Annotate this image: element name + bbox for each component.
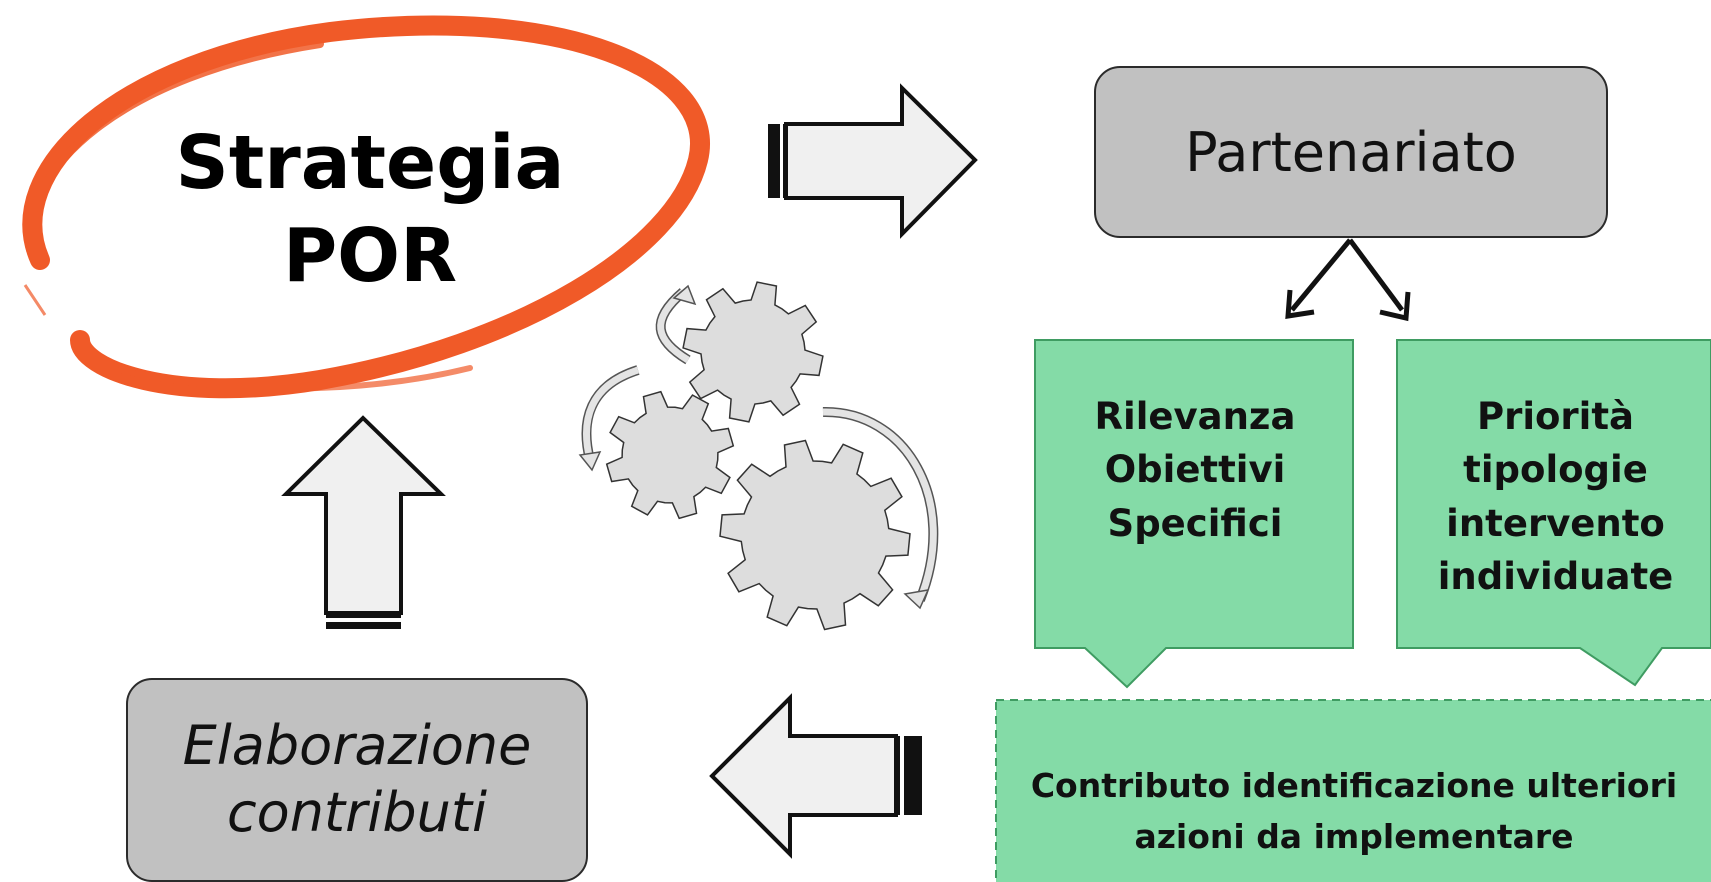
- priorita-line4: individuate: [1437, 554, 1674, 598]
- strategy-ellipse: [22, 15, 710, 399]
- block-arrow-up-icon: [281, 415, 446, 629]
- rilevanza-line3: Specifici: [1107, 501, 1283, 545]
- gears-icon: [605, 281, 911, 631]
- elaborazione-box: Elaborazione contributi: [126, 678, 588, 882]
- rotation-arrowhead: [903, 589, 930, 610]
- rotation-arrow-icon: [578, 284, 939, 610]
- contributo-text: Contributo identificazione ulteriori azi…: [998, 760, 1710, 882]
- rilevanza-line2: Obiettivi: [1104, 448, 1286, 492]
- rotation-arc-fill: [657, 289, 690, 363]
- priorita-text: Priorità tipologie intervento individuat…: [1400, 390, 1711, 630]
- rilevanza-line1: Rilevanza: [1094, 395, 1296, 438]
- split-arrow-icon: [1285, 238, 1411, 322]
- contributo-line1: Contributo identificazione ulteriori: [1030, 766, 1678, 805]
- contributo-box: [995, 699, 1711, 882]
- contributo-line2: azioni da implementare: [1134, 817, 1574, 857]
- gear-shape: [682, 281, 824, 423]
- elaborazione-line2: contributi: [226, 781, 487, 844]
- elaborazione-line1: Elaborazione: [182, 714, 532, 778]
- rotation-arrowhead: [672, 284, 697, 306]
- priorita-line2: tipologie: [1463, 448, 1648, 492]
- gear-shape: [605, 390, 735, 520]
- rilevanza-callout: [1034, 339, 1354, 689]
- gear-shape: [719, 439, 911, 631]
- partenariato-label: Partenariato: [1185, 120, 1517, 184]
- rotation-arrowhead: [578, 451, 602, 472]
- strategy-title-line2: POR: [282, 213, 458, 299]
- block-arrow-right-icon: [768, 83, 978, 239]
- rotation-arc-fill: [583, 366, 640, 461]
- strategy-title-line1: Strategia: [175, 119, 565, 206]
- block-arrow-left-icon: [709, 693, 922, 859]
- priorita-callout: [1396, 339, 1711, 687]
- rilevanza-text: Rilevanza Obiettivi Specifici: [1040, 390, 1350, 570]
- partenariato-box: Partenariato: [1094, 66, 1608, 238]
- priorita-line1: Priorità: [1476, 395, 1635, 438]
- strategy-title: Strategia POR: [170, 110, 570, 310]
- rotation-arc-fill: [822, 408, 937, 602]
- priorita-line3: intervento: [1446, 501, 1665, 545]
